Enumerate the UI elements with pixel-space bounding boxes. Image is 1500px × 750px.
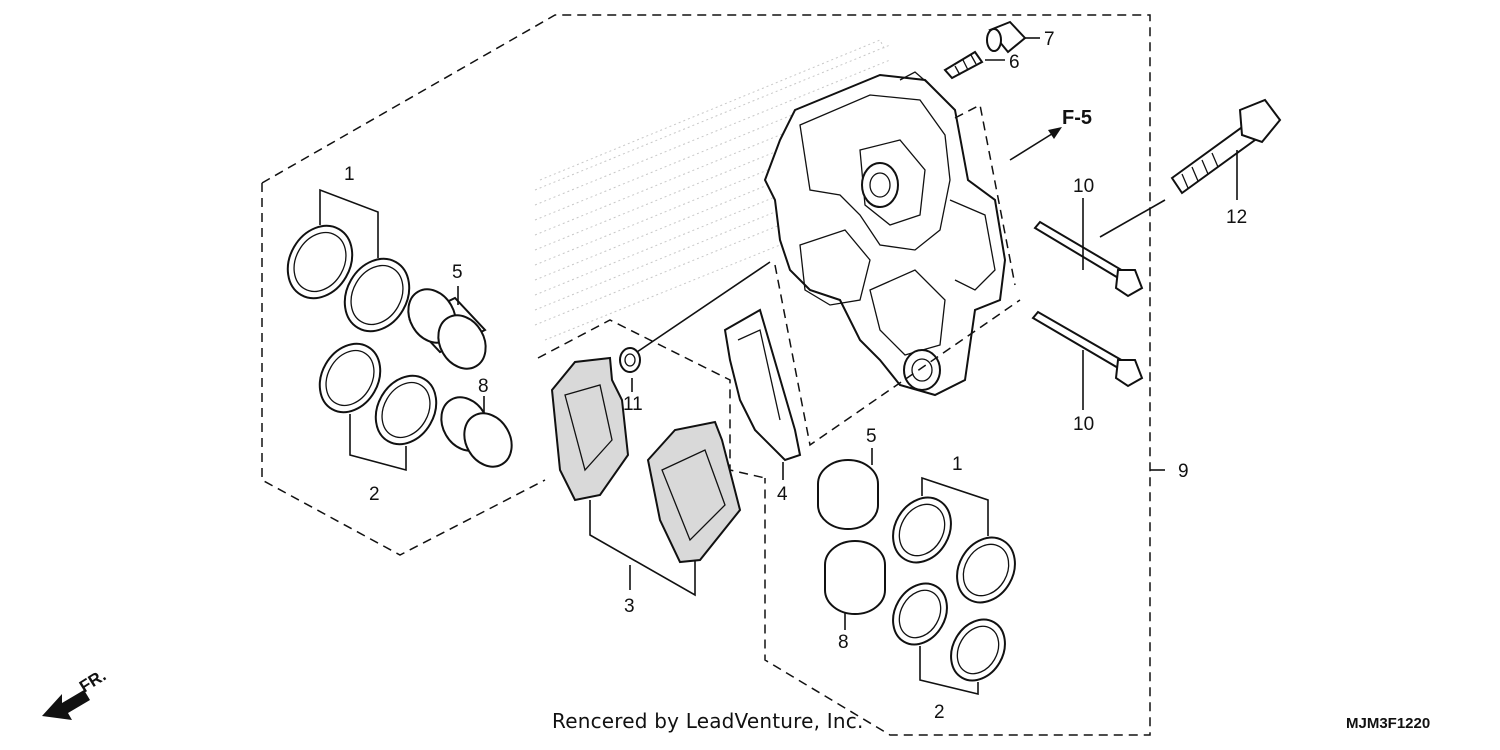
credit-text: Rencered by LeadVenture, Inc.	[552, 709, 864, 733]
bleeder-cap	[986, 20, 1040, 54]
callout-bleeder-screw: 6	[1009, 52, 1020, 73]
reference-label: F-5	[1062, 107, 1092, 129]
diagram-code: MJM3F1220	[1346, 715, 1431, 732]
piston-5-left	[407, 286, 487, 370]
shading-hatch	[534, 39, 891, 341]
reference-arrow	[1009, 127, 1062, 161]
callout-piston-8-left: 8	[478, 376, 489, 397]
callout-bleeder-cap: 7	[1044, 29, 1055, 50]
piston-8-left	[440, 396, 513, 468]
callout-seal-set-2-right: 2	[934, 702, 945, 723]
seal-set-1-left	[286, 188, 411, 333]
callout-pad-pin-lower: 10	[1073, 414, 1094, 435]
left-group-box	[261, 14, 1151, 736]
pad-pin-lower	[1031, 310, 1144, 410]
right-group-box	[537, 319, 766, 479]
callout-caliper-assy: 9	[1178, 461, 1189, 482]
callout-bolt: 12	[1226, 207, 1247, 228]
callout-pin-plug: 11	[623, 394, 643, 415]
seal-set-2-right	[892, 582, 1006, 696]
mounting-bolt	[1170, 98, 1282, 200]
pad-spring	[723, 308, 802, 480]
seal-set-1-right	[892, 476, 1016, 604]
callout-pad-pin-upper: 10	[1073, 176, 1094, 197]
caliper-body	[763, 71, 1021, 447]
piston-5-right	[817, 448, 879, 530]
pin-plug	[619, 261, 771, 392]
piston-8-right	[824, 540, 886, 630]
pad-set	[550, 356, 742, 597]
callout-piston-5-right: 5	[866, 426, 877, 447]
seal-set-2-left	[318, 342, 438, 472]
pad-pin-upper	[1033, 198, 1166, 298]
callout-seal-set-1-right: 1	[952, 454, 963, 475]
callout-spring: 4	[777, 484, 788, 505]
front-arrow	[42, 690, 90, 720]
callout-piston-8-right: 8	[838, 632, 849, 653]
bleeder-screw	[943, 50, 1005, 80]
callout-pad-set: 3	[624, 596, 635, 617]
callout-piston-5-left: 5	[452, 262, 463, 283]
callout-seal-set-2-left: 2	[369, 484, 380, 505]
callout-seal-set-1-left: 1	[344, 164, 355, 185]
